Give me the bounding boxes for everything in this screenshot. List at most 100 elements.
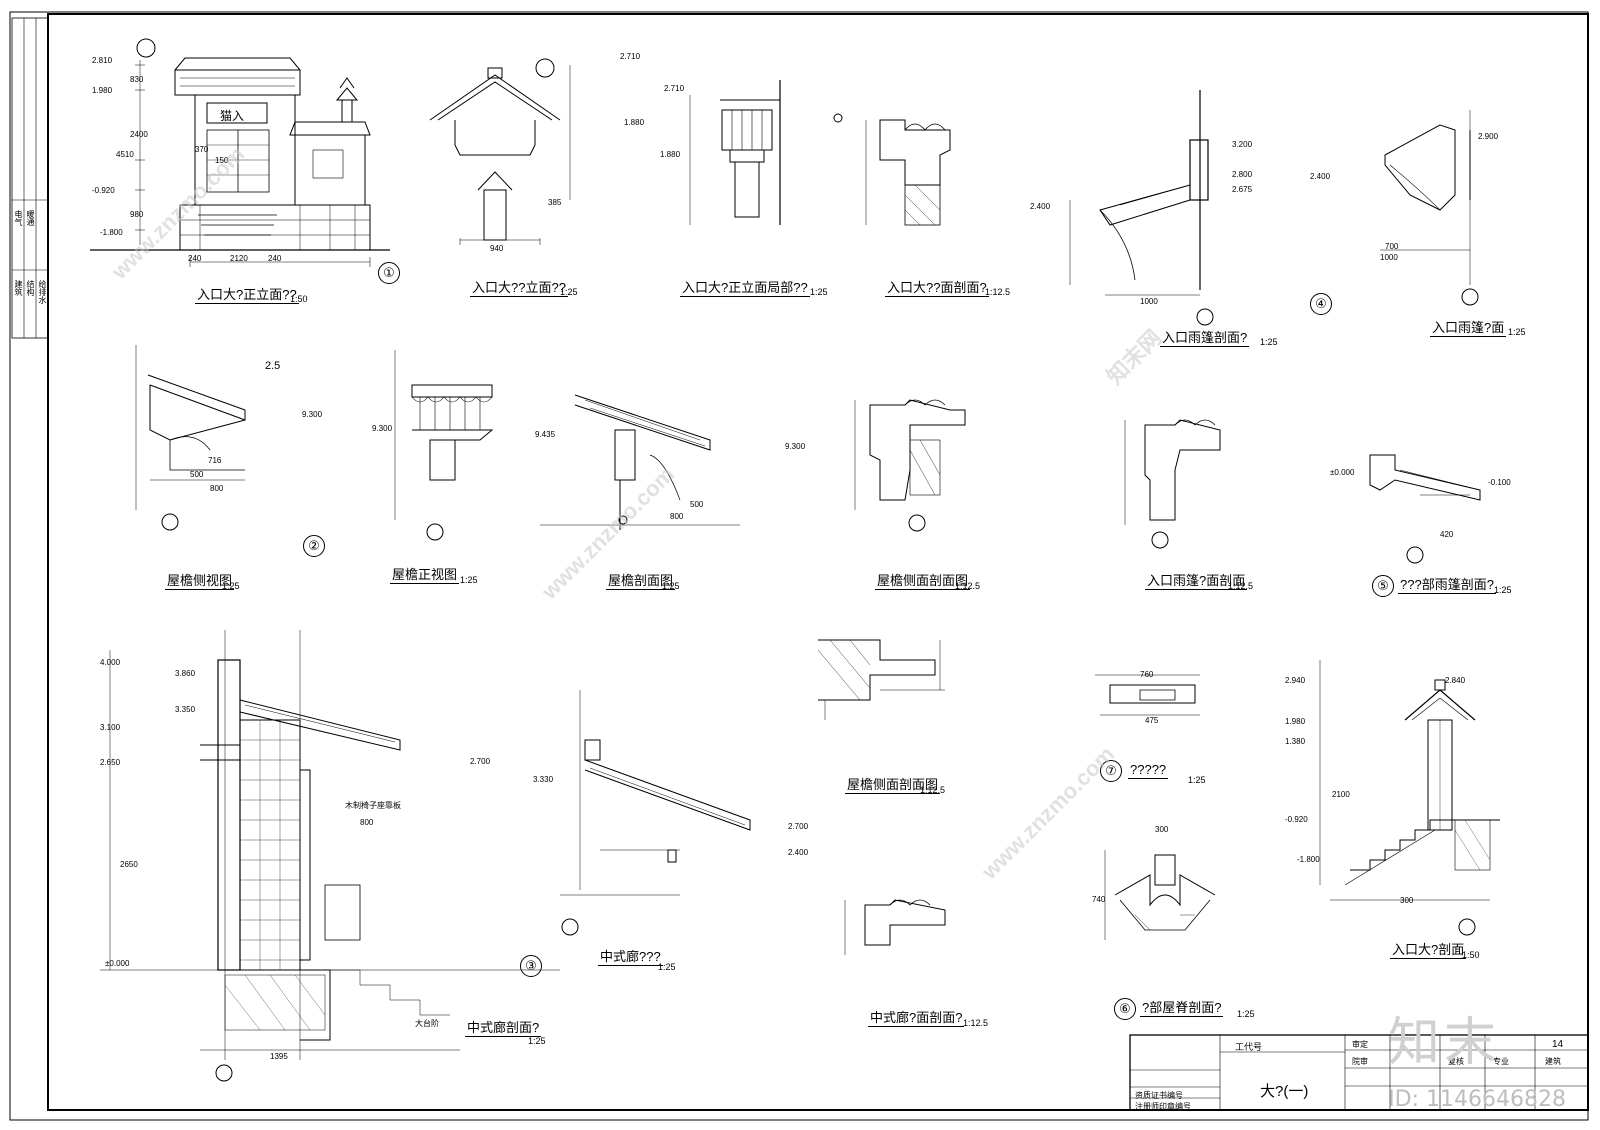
scale-view-1: 1:50	[290, 294, 308, 304]
dim-v1b-940: 940	[490, 244, 504, 253]
level-v3-3: 3.350	[175, 705, 196, 714]
level-v3-5: 2.650	[100, 758, 121, 767]
scale-view-4a: 1:12.5	[1228, 581, 1254, 591]
dim-v2a-800: 800	[670, 512, 684, 521]
view-7-detail	[1095, 674, 1200, 716]
scale-view-2-side: 1:25	[222, 581, 240, 591]
strip-label-3: 给排水	[38, 280, 47, 304]
view-number-6: ⑥	[1114, 998, 1136, 1020]
dim-v1-980: 980	[130, 210, 144, 219]
view-3-corridor-section	[100, 630, 560, 1082]
caption-view-2c: 屋檐侧面剖面图	[845, 777, 941, 794]
dim-v1c-900: 300	[1400, 896, 1414, 905]
caption-view-2-front: 屋檐正视图	[390, 567, 460, 584]
scale-view-5: 1:25	[1494, 585, 1512, 595]
title-block-cell-3: 复核	[1448, 1057, 1464, 1066]
caption-view-1a: 入口大?正立面局部??	[680, 280, 810, 297]
note-v3-steps: 大台阶	[415, 1019, 439, 1028]
level-v1c-6: -1.800	[1297, 855, 1320, 864]
level-v2-4: 9.300	[785, 442, 806, 451]
dim-vB-1000: 1000	[1140, 297, 1158, 306]
door-sign: 猫入	[220, 109, 245, 123]
level-v3-1: 4.000	[100, 658, 121, 667]
caption-view-6: ?部屋脊剖面?	[1140, 1000, 1224, 1017]
note-v3-chair: 木制椅子座靠板	[345, 801, 401, 810]
level-v2-2: 9.300	[372, 424, 393, 433]
view-1a-side-elevation	[429, 58, 571, 245]
view-number-5: ⑤	[1372, 575, 1394, 597]
strip-label-1: 建筑	[14, 280, 23, 296]
scale-view-B: 1:25	[1260, 337, 1278, 347]
caption-view-4: 入口雨篷?面	[1430, 320, 1507, 337]
caption-view-1: 入口大?正立面??	[195, 287, 299, 304]
level-v1-2: 1.980	[92, 86, 113, 95]
watermark-id: ID: 1146646828	[1388, 1087, 1566, 1112]
title-block-cell-2: 院审	[1352, 1057, 1368, 1066]
dim-v2-800: 800	[210, 484, 224, 493]
title-block-project-label: 工代号	[1235, 1042, 1263, 1052]
view-1-front-elevation	[90, 38, 390, 267]
dim-v6-300: 300	[1155, 825, 1169, 834]
level-v1-3: -0.920	[92, 186, 115, 195]
caption-view-1a-elev: 入口大??立面??	[470, 280, 568, 297]
dim-v3-800: 800	[360, 818, 374, 827]
view-number-4: ④	[1310, 293, 1332, 315]
dim-v1-150: 150	[215, 156, 229, 165]
level-v1c-1: 2.940	[1285, 676, 1306, 685]
view-2a-eave-section	[540, 394, 740, 530]
title-block-drawing-title: 大?(一)	[1260, 1083, 1309, 1100]
dim-v1-370: 370	[195, 145, 209, 154]
scale-view-3-det: 1:25	[658, 962, 676, 972]
title-block-cell-6: 资质证书编号	[1135, 1091, 1183, 1100]
dim-v4-1000: 1000	[1380, 253, 1398, 262]
view-6-ridge-section	[1104, 850, 1216, 940]
dim-v4-700: 700	[1385, 242, 1399, 251]
dim-v7-760: 760	[1140, 670, 1154, 679]
scale-view-3a: 1:12.5	[963, 1018, 989, 1028]
level-v1a-2: 1.880	[660, 150, 681, 159]
dim-v3-2650: 2650	[120, 860, 138, 869]
level-v3-7: ±0.000	[105, 959, 130, 968]
view-1a-partial	[689, 80, 781, 225]
dim-v1-2400: 2400	[130, 130, 148, 139]
caption-view-B: 入口雨篷剖面?	[1160, 330, 1250, 347]
caption-view-3-det: 中式廊???	[598, 949, 663, 966]
level-v1b-top: 2.710	[620, 52, 641, 61]
title-block-sheet-no: 14	[1552, 1039, 1564, 1050]
scale-view-6: 1:25	[1237, 1009, 1255, 1019]
level-v3-2: 3.860	[175, 669, 196, 678]
level-vB-4: 2.400	[1030, 202, 1051, 211]
level-v1b-2: 1.880	[624, 118, 645, 127]
view-4a-section	[1124, 419, 1221, 549]
strip-label-2: 结构	[26, 280, 35, 296]
dim-v1-4510: 4510	[116, 150, 134, 159]
strip-label-4: 电气	[14, 210, 23, 226]
level-v4-1: 2.900	[1478, 132, 1499, 141]
scale-view-2a: 1:25	[662, 581, 680, 591]
caption-view-3a: 中式廊?面剖面?	[868, 1010, 965, 1027]
level-v3-6: 2.700	[470, 757, 491, 766]
watermark-logo: 知末	[1387, 1014, 1500, 1072]
level-v1c-4: 1.380	[1285, 737, 1306, 746]
caption-view-2-side: 屋檐侧视图	[165, 573, 235, 590]
view-number-2: ②	[303, 535, 325, 557]
view-1c-section	[1319, 660, 1500, 936]
level-v3det-2: 2.700	[788, 822, 809, 831]
level-v1c-2: 2.840	[1445, 676, 1466, 685]
dim-v5-420: 420	[1440, 530, 1454, 539]
level-v1c-3: 1.980	[1285, 717, 1306, 726]
view-5-section	[1369, 454, 1481, 564]
level-v1-top: 2.810	[92, 56, 113, 65]
strip-label-5: 暖通	[26, 210, 35, 226]
caption-view-2a: 屋檐剖面图	[606, 573, 676, 590]
caption-view-7: ?????	[1128, 762, 1169, 779]
dim-v1-240a: 240	[188, 254, 202, 263]
level-v3det-1: 3.330	[533, 775, 554, 784]
scale-view-1b: 1:12.5	[985, 287, 1011, 297]
view-2b-section	[854, 399, 966, 532]
dim-v1-2120: 2120	[230, 254, 248, 263]
title-block-cell-4: 专业	[1493, 1057, 1509, 1066]
view-2-eave-front	[394, 350, 494, 541]
scale-view-1c: 1:50	[1462, 950, 1480, 960]
caption-view-4a: 入口雨篷?面剖面	[1145, 573, 1248, 590]
